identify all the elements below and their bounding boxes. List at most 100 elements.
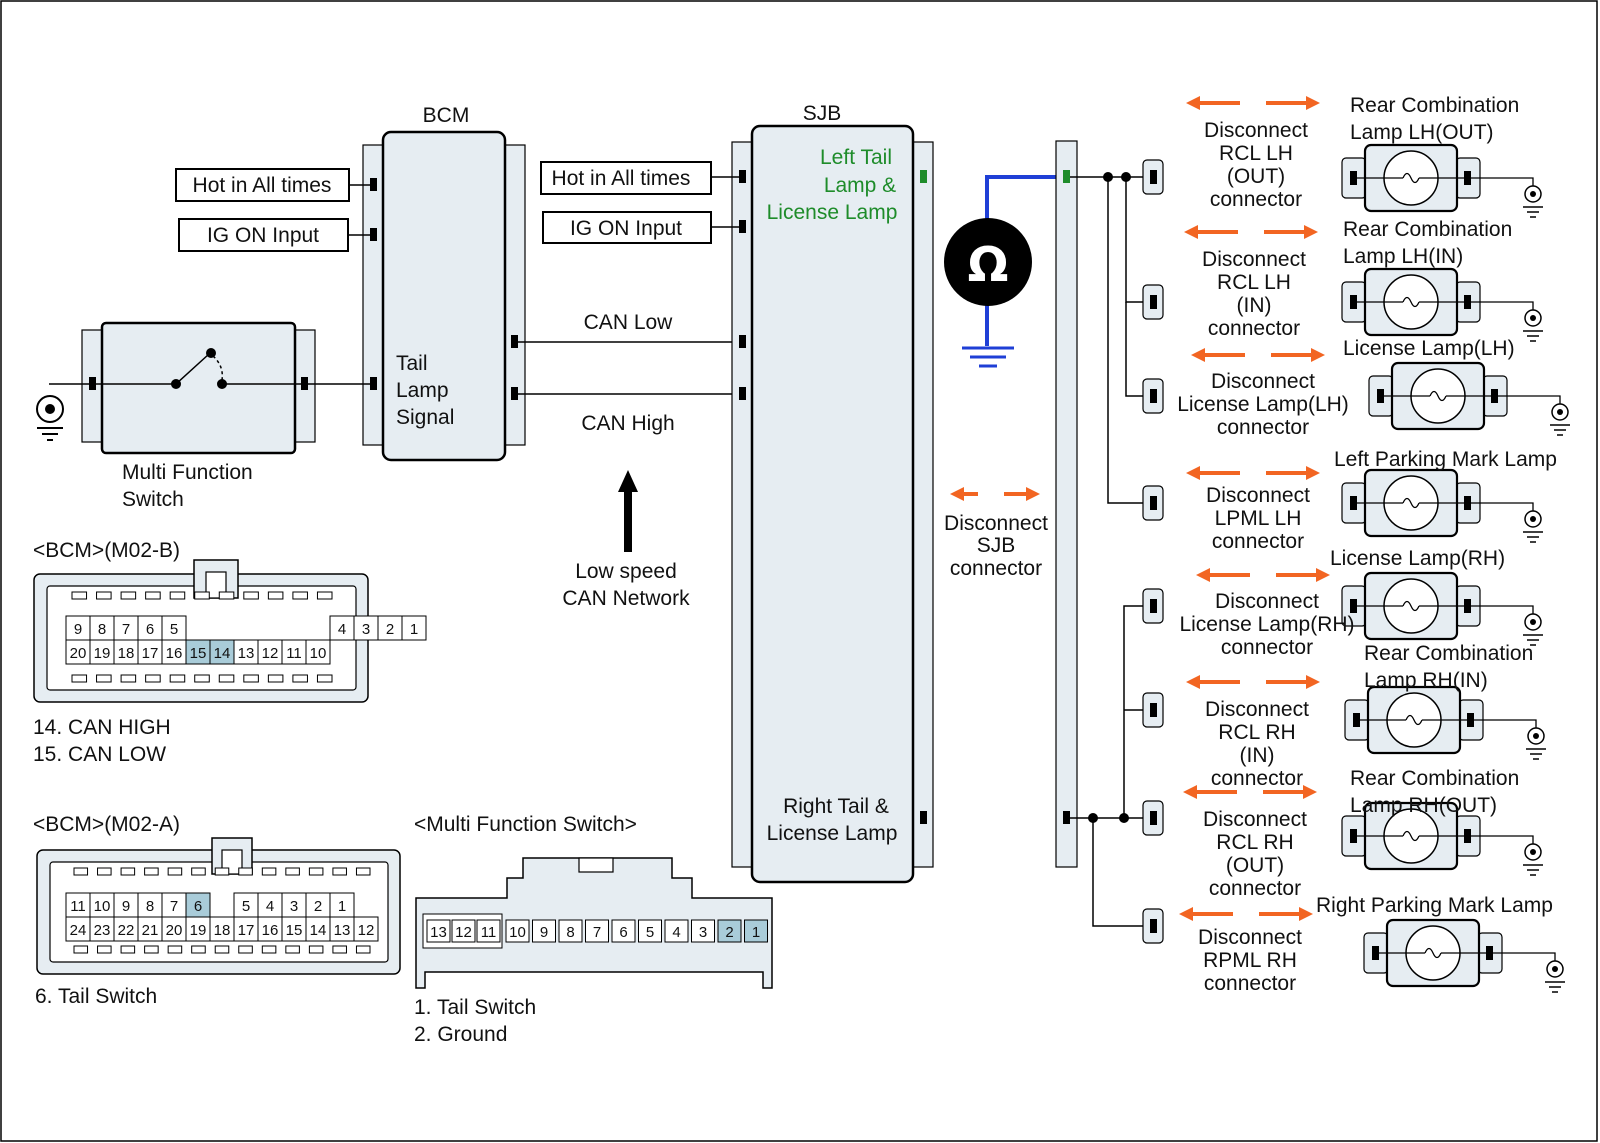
disconnect-label: (OUT) <box>1227 165 1285 188</box>
housing-rib <box>97 867 112 876</box>
arrow-left-icon <box>1186 675 1200 689</box>
bcm-body <box>381 130 507 462</box>
pin-cell <box>65 916 91 942</box>
housing-rib <box>97 945 112 954</box>
pin-cell <box>744 919 768 943</box>
pin-number: 6 <box>194 898 202 915</box>
bcm-pin-can-low <box>511 335 518 348</box>
pin-number: 18 <box>118 645 135 662</box>
pin-cell <box>558 919 583 943</box>
housing-rib <box>261 867 277 876</box>
lamp-name: Lamp RH(IN) <box>1364 669 1488 692</box>
pin-number: 2 <box>314 898 322 915</box>
sjb-pin-right-output <box>920 811 927 824</box>
housing-rib <box>285 945 300 954</box>
pin-number: 22 <box>118 922 135 939</box>
ground-icon-dot <box>1530 315 1536 321</box>
disconnect-label: (IN) <box>1240 744 1275 767</box>
disconnect-label: Disconnect <box>1198 926 1302 949</box>
housing-rib <box>96 674 112 683</box>
bcm-signal-1: Tail <box>396 352 428 375</box>
bcm-ig-input-box <box>178 218 349 252</box>
disconnect-label: License Lamp(LH) <box>1177 393 1349 416</box>
disconnect-label: (OUT) <box>1226 854 1284 877</box>
bcm-module: BCM Tail Lamp Signal <box>362 104 526 462</box>
sjb-module: SJB Left Tail Lamp & License Lamp Right … <box>731 102 934 884</box>
pin-number: 18 <box>214 922 231 939</box>
sjb-disconnect-1: Disconnect <box>944 512 1048 535</box>
ground-icon-dot <box>1530 191 1536 197</box>
housing-rib <box>218 674 235 683</box>
housing-rib <box>73 867 89 876</box>
housing-rib <box>316 591 333 600</box>
pin-number: 8 <box>146 898 154 915</box>
housing-rib <box>169 591 186 600</box>
housing-rib <box>145 591 161 600</box>
can-network-label-2: CAN Network <box>562 587 690 610</box>
ground-icon-dot <box>1530 849 1536 855</box>
disconnect-label: RCL LH <box>1219 142 1293 165</box>
pin-cell <box>209 639 235 665</box>
pin-cell <box>113 639 139 665</box>
branch-lpml-wire <box>1107 177 1143 504</box>
disconnect-label: LPML LH <box>1215 507 1302 530</box>
sjb-pin-ig <box>739 220 746 233</box>
housing-rib <box>355 867 371 876</box>
pin-cell <box>329 892 355 918</box>
branch-license-lh-wire <box>1125 302 1143 397</box>
bulb-filament <box>1405 714 1423 726</box>
pin-cell <box>65 639 91 665</box>
pin-cell <box>137 916 163 942</box>
can-network-label-1: Low speed <box>575 560 677 583</box>
pin-number: 3 <box>290 898 298 915</box>
housing-rib <box>71 674 88 683</box>
housing-rib <box>144 867 159 876</box>
lamp-pin-left <box>1350 171 1357 185</box>
lamp-name: Lamp LH(IN) <box>1343 245 1463 268</box>
pin-number: 16 <box>262 922 279 939</box>
arrow-right-icon <box>1306 675 1320 689</box>
disconnect-label: connector <box>1210 188 1302 211</box>
lamp-ground-wire <box>1471 502 1534 513</box>
pin-number: 15 <box>190 645 207 662</box>
ohmmeter: Ω <box>944 175 1062 368</box>
housing-rib <box>214 945 230 954</box>
branch-license-rh-wire <box>1123 605 1143 818</box>
mfs-title: <Multi Function Switch> <box>414 813 637 836</box>
sjb-disconnect-3: connector <box>950 557 1042 580</box>
switch-label-1: Multi Function <box>122 461 253 484</box>
lamp-pin-right <box>1491 389 1498 403</box>
bulb-filament <box>1424 947 1442 959</box>
pin-cell <box>305 916 331 942</box>
pin-number: 8 <box>98 621 106 638</box>
lamp-name: Lamp RH(OUT) <box>1350 794 1497 817</box>
sjb-right-output-2: License Lamp <box>767 822 898 845</box>
arrow-right-icon <box>1306 96 1320 110</box>
lamp-name: License Lamp(LH) <box>1343 337 1515 360</box>
arrow-left-icon <box>1186 96 1200 110</box>
arrow-left-icon <box>1196 568 1210 582</box>
pin-number: 7 <box>593 924 601 941</box>
pin-number: 2 <box>725 924 733 941</box>
pin-number: 4 <box>338 621 346 638</box>
lamp-ground-wire <box>1493 952 1556 963</box>
bcm-pin-switch <box>370 377 377 390</box>
pin-number: 20 <box>166 922 183 939</box>
arrow-left-icon <box>1183 785 1197 799</box>
lamp-ground-wire <box>1471 605 1534 616</box>
pin-number: 11 <box>481 924 497 941</box>
housing-rib <box>267 591 284 600</box>
lamp-ground-wire <box>1471 301 1534 312</box>
housing-rib <box>144 945 159 954</box>
pin-cell <box>89 916 115 942</box>
disconnect-label: RCL RH <box>1216 831 1293 854</box>
switch-pin-right <box>301 377 308 390</box>
bulb-filament <box>1402 600 1420 612</box>
housing-rib <box>167 867 183 876</box>
pin-cell <box>161 639 187 665</box>
pin-number: 12 <box>455 924 472 941</box>
